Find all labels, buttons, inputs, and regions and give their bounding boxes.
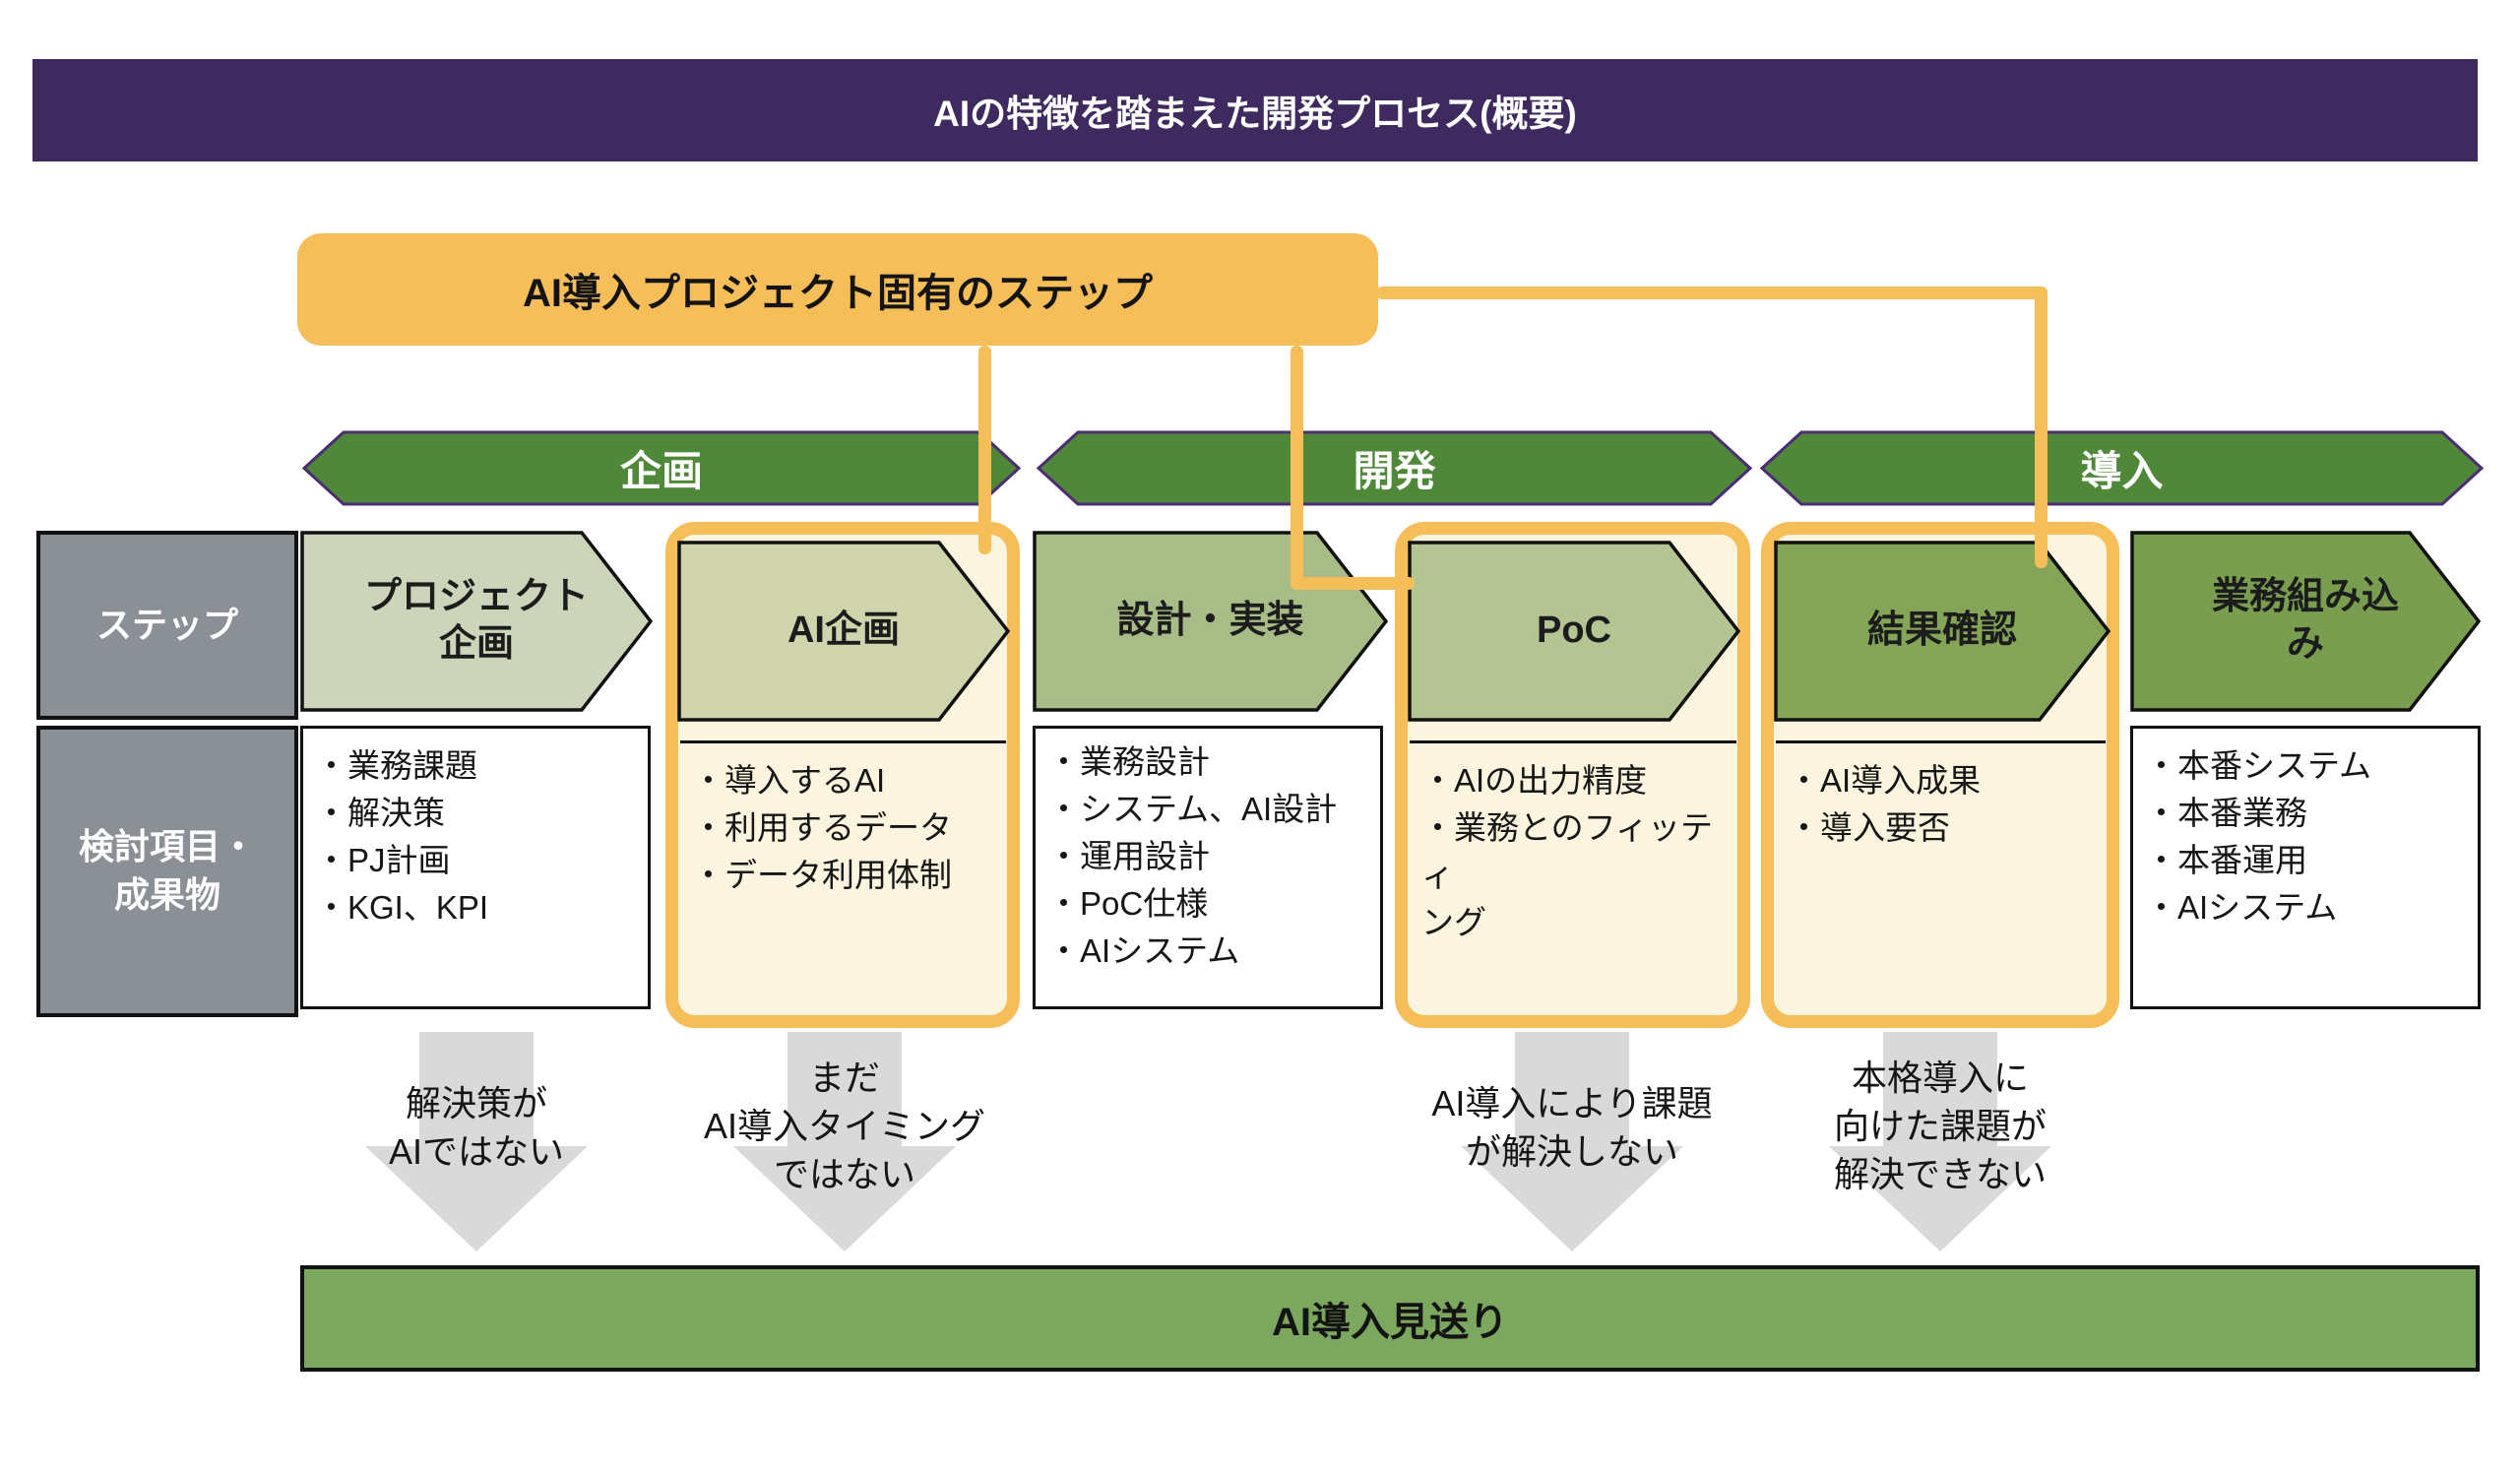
down-arrow-polygon [1829, 1032, 2051, 1251]
down-arrow-polygon [365, 1032, 588, 1251]
deliverables-design-implementation: ・業務設計 ・システム、AI設計 ・運用設計 ・PoC仕様 ・AIシステム [1033, 726, 1383, 1009]
title-banner: AIの特徴を踏まえた開発プロセス(概要) [32, 59, 2478, 161]
deliverable-item: ・システム、AI設計 [1047, 791, 1338, 827]
connector-line-poc-horizontal [1291, 577, 1415, 590]
step-arrow-shape [2130, 531, 2482, 712]
step-result-check: 結果確認 [1774, 541, 2111, 722]
rejection-text-1: 解決策が AIではない [388, 1083, 564, 1172]
rejection-arrow-2 [733, 1032, 956, 1257]
down-arrow-icon [1461, 1032, 1683, 1251]
deliverable-item: ・KGI、KPI [315, 889, 489, 926]
deliverable-item: ・AIの出力精度 [1421, 762, 1648, 799]
step-arrow-shape [1408, 541, 1741, 722]
footer-bar-ai-postponed: AI導入見送り [300, 1265, 2480, 1372]
deliverables-project-planning: ・業務課題 ・解決策 ・PJ計画 ・KGI、KPI [300, 726, 651, 1009]
step-poc-label: PoC [1537, 610, 1611, 652]
deliverable-item: ・業務課題 [315, 747, 477, 784]
step-business-integration: 業務組み込 み [2130, 531, 2482, 712]
down-arrow-polygon [1461, 1032, 1683, 1251]
deliverable-item: ・導入要否 [1788, 809, 1950, 846]
step-ai-planning: AI企画 [677, 541, 1011, 722]
connector-line-ai-planning [978, 346, 991, 554]
deliverable-item: ・利用するデータ [692, 809, 952, 846]
down-arrow-polygon [733, 1032, 956, 1251]
rejection-arrow-3 [1461, 1032, 1683, 1257]
deliverable-item: ・データ利用体制 [692, 857, 952, 893]
rejection-arrow-4 [1829, 1032, 2051, 1257]
step-business-integration-label: 業務組み込 み [2211, 576, 2399, 665]
deliverables-ai-planning: ・導入するAI ・利用するデータ ・データ利用体制 [680, 740, 1006, 1014]
down-arrow-icon [733, 1032, 956, 1251]
down-arrow-icon [365, 1032, 588, 1251]
deliverable-item: ・本番システム [2145, 747, 2372, 784]
phase-development: 開発 [1036, 430, 1753, 506]
step-arrow-shape [300, 531, 654, 712]
rejection-arrow-1 [365, 1032, 588, 1257]
phase-hexagon-shape [1036, 430, 1753, 506]
step-arrow-polygon [1774, 541, 2111, 722]
deliverable-item: ・運用設計 [1047, 838, 1210, 874]
phase-deployment: 導入 [1759, 430, 2485, 506]
deliverable-item: ・本番運用 [2145, 842, 2307, 878]
ai-specific-steps-callout: AI導入プロジェクト固有のステップ [297, 233, 1378, 346]
step-result-check-label: 結果確認 [1866, 610, 2017, 652]
rejection-text-2: まだ AI導入タイミング ではない [703, 1058, 985, 1194]
step-design-implementation-label: 設計・実装 [1116, 600, 1304, 642]
down-arrow-icon [1829, 1032, 2051, 1251]
phase-hexagon-polygon [1759, 430, 2485, 506]
deliverables-business-integration: ・本番システム ・本番業務 ・本番運用 ・AIシステム [2130, 726, 2481, 1009]
row-header-steps: ステップ [36, 531, 298, 720]
connector-line-result-horizontal [1376, 287, 2048, 299]
deliverable-item: ・業務とのフィッティ ング [1421, 809, 1714, 940]
phase-deployment-label: 導入 [2080, 448, 2164, 494]
connector-line-poc-vertical [1291, 346, 1303, 590]
step-project-planning-label: プロジェクト 企画 [363, 576, 589, 665]
deliverable-item: ・AI導入成果 [1788, 762, 1982, 799]
deliverable-item: ・解決策 [315, 795, 445, 831]
deliverable-item: ・導入するAI [692, 762, 886, 799]
phase-hexagon-polygon [1036, 430, 1753, 506]
step-arrow-polygon [1408, 541, 1741, 722]
row-header-deliverables: 検討項目・ 成果物 [36, 726, 298, 1017]
step-project-planning: プロジェクト 企画 [300, 531, 654, 712]
phase-development-label: 開発 [1353, 448, 1436, 494]
connector-line-result-vertical [2035, 287, 2048, 568]
deliverable-item: ・PoC仕様 [1047, 885, 1209, 922]
step-arrow-polygon [300, 531, 654, 712]
phase-hexagon-shape [1759, 430, 2485, 506]
phase-planning-label: 企画 [619, 448, 703, 494]
rejection-text-4: 本格導入に 向けた課題が 解決できない [1833, 1058, 2047, 1194]
step-arrow-shape [677, 541, 1011, 722]
step-arrow-polygon [677, 541, 1011, 722]
step-arrow-polygon [2130, 531, 2482, 712]
deliverables-poc: ・AIの出力精度 ・業務とのフィッティ ング [1410, 740, 1736, 1014]
step-design-implementation: 設計・実装 [1033, 531, 1389, 712]
deliverable-item: ・PJ計画 [315, 842, 451, 878]
step-poc: PoC [1408, 541, 1741, 722]
step-ai-planning-label: AI企画 [787, 610, 900, 652]
deliverable-item: ・AIシステム [2145, 889, 2338, 926]
step-arrow-shape [1774, 541, 2111, 722]
phase-planning: 企画 [301, 430, 1022, 506]
rejection-text-3: AI導入により課題 が解決しない [1431, 1083, 1713, 1172]
deliverable-item: ・本番業務 [2145, 795, 2307, 831]
deliverables-result-check: ・AI導入成果 ・導入要否 [1776, 740, 2106, 1014]
deliverable-item: ・業務設計 [1047, 743, 1210, 780]
deliverable-item: ・AIシステム [1047, 932, 1240, 969]
